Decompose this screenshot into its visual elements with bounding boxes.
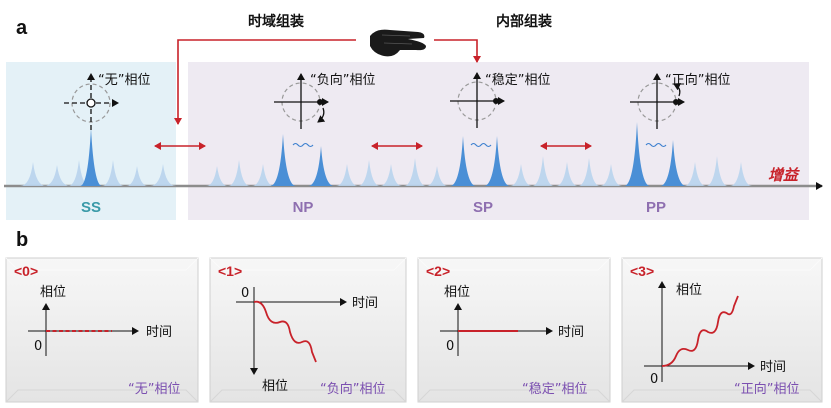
faint-peak — [730, 162, 752, 186]
phase-label-pp: “正向”相位 — [665, 72, 730, 88]
phase-label-sp: “稳定”相位 — [485, 72, 550, 88]
wave-mark — [292, 142, 314, 148]
panel-a: a 时域组装 内部组装 增益 — [4, 13, 823, 220]
faint-peak — [600, 164, 622, 186]
tile-y-label: 相位 — [40, 285, 66, 300]
tile-tag: <1> — [218, 263, 242, 279]
phase-label-ss: “无”相位 — [98, 73, 150, 88]
phase-tile-1: <1> 0 时间 相位 “负向”相位 — [209, 257, 407, 403]
faint-peak — [510, 164, 532, 186]
tile-caption: “无”相位 — [128, 382, 180, 397]
faint-peak — [404, 158, 426, 186]
tile-x-label: 时间 — [558, 325, 584, 340]
panel-b-letter: b — [16, 229, 28, 251]
pp-peak-right — [660, 140, 686, 186]
tile-y-label: 相位 — [676, 283, 702, 298]
phase-tile-2: <2> 相位 时间 0 “稳定”相位 — [417, 257, 611, 403]
tile-y-label: 相位 — [444, 285, 470, 300]
faint-peak — [706, 156, 728, 186]
main-peaks — [80, 122, 686, 186]
tile-origin: 0 — [446, 339, 454, 354]
faint-peak — [126, 166, 148, 186]
faint-peak — [68, 160, 90, 186]
gain-label: 增益 — [768, 166, 800, 184]
wave-mark — [645, 142, 667, 148]
panel-b: b <0> 相位 时间 0 “无”相位 <1> 0 时间 相位 — [5, 229, 823, 403]
panel-a-letter: a — [16, 17, 28, 39]
faint-peak — [206, 166, 228, 186]
state-label-sp: SP — [473, 199, 493, 216]
ss-peak — [80, 128, 102, 186]
state-label-pp: PP — [646, 199, 666, 216]
faint-peak — [532, 156, 554, 186]
faint-peak — [336, 164, 358, 186]
tile-y-label: 相位 — [262, 379, 288, 394]
faint-peak — [684, 162, 706, 186]
tile-caption: “正向”相位 — [734, 381, 799, 397]
np-peak-left — [270, 134, 296, 186]
sp-peak-right — [484, 136, 510, 186]
phase-curve-positive — [661, 295, 739, 367]
faint-peak — [556, 162, 578, 186]
tile-tag: <0> — [14, 263, 38, 279]
state-label-ss: SS — [81, 199, 101, 216]
tile-origin: 0 — [34, 339, 42, 354]
np-pp-region — [188, 62, 809, 220]
tile-x-label: 时间 — [352, 296, 378, 311]
tile-tag: <2> — [426, 263, 450, 279]
wave-marks — [292, 142, 667, 148]
faint-peak — [20, 162, 46, 186]
faint-peak — [150, 164, 176, 186]
faint-peak — [102, 160, 124, 186]
tile-caption: “负向”相位 — [320, 381, 385, 397]
tile-x-label: 时间 — [760, 360, 786, 375]
phase-curve-negative — [253, 300, 317, 363]
faint-peak — [44, 165, 70, 186]
faint-peaks — [20, 156, 752, 186]
phase-diagram-np — [274, 73, 329, 129]
tile-caption: “稳定”相位 — [522, 381, 587, 397]
hand-icon — [370, 29, 426, 57]
pp-peak-left — [624, 122, 650, 186]
phase-label-np: “负向”相位 — [310, 72, 375, 88]
phase-diagram-pp — [630, 73, 685, 129]
sp-peak-left — [450, 136, 476, 186]
tile-tag: <3> — [630, 263, 654, 279]
internal-route — [434, 39, 481, 63]
tile-x-label: 时间 — [146, 325, 172, 340]
wave-mark — [470, 142, 492, 148]
faint-peak — [358, 160, 380, 186]
faint-peak — [426, 166, 448, 186]
faint-peak — [228, 160, 250, 186]
internal-label: 内部组装 — [496, 13, 553, 30]
phase-diagram-sp — [450, 72, 505, 128]
faint-peak — [252, 164, 274, 186]
tile-origin: 0 — [650, 372, 658, 387]
time-domain-label: 时域组装 — [248, 13, 305, 30]
phase-diagram-ss — [64, 73, 119, 130]
state-label-np: NP — [293, 199, 314, 216]
phase-tile-3: <3> 相位 时间 0 “正向”相位 — [621, 257, 823, 403]
np-peak-right — [308, 146, 334, 186]
faint-peak — [578, 158, 600, 186]
faint-peak — [380, 164, 402, 186]
tile-origin: 0 — [241, 286, 249, 301]
phase-tile-0: <0> 相位 时间 0 “无”相位 — [5, 257, 199, 403]
time-domain-route — [174, 39, 356, 125]
